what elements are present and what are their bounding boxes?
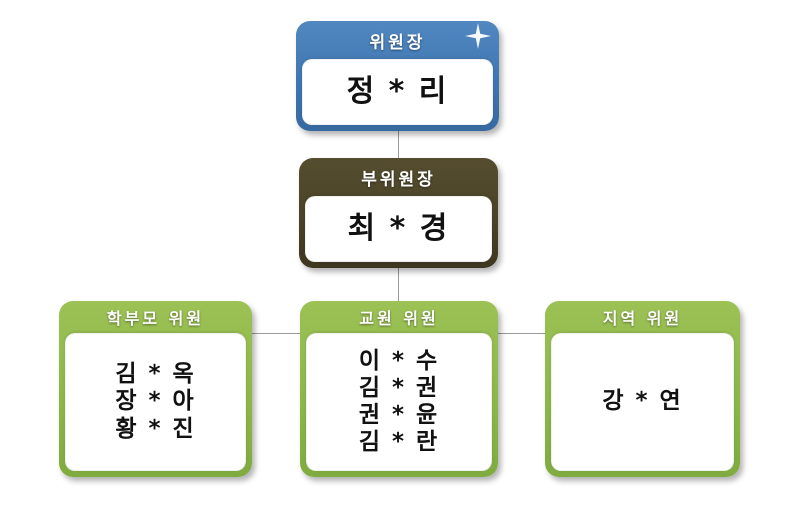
node-parent-member-header: 학부모 위원 xyxy=(59,301,252,333)
node-teacher-member-header: 교원 위원 xyxy=(300,301,498,333)
connector-teacher-to-region xyxy=(498,333,545,334)
node-region-member-body: 강 * 연 xyxy=(551,333,734,471)
member-name: 강 * 연 xyxy=(602,388,683,415)
node-vice-chair-header: 부위원장 xyxy=(299,158,498,196)
node-teacher-member-body: 이 * 수 김 * 권 권 * 윤 김 * 란 xyxy=(306,333,492,471)
node-chair-header-label: 위원장 xyxy=(369,32,426,53)
node-parent-member-header-label: 학부모 위원 xyxy=(106,309,205,328)
member-name: 김 * 권 xyxy=(358,374,440,401)
sparkle-icon xyxy=(465,23,491,49)
connector-chair-to-vice xyxy=(398,131,399,158)
node-chair-header: 위원장 xyxy=(296,21,499,59)
node-region-member-header-label: 지역 위원 xyxy=(602,309,683,328)
connector-teacher-to-parent xyxy=(252,333,300,334)
member-name: 황 * 진 xyxy=(115,415,196,442)
member-name: 정 * 리 xyxy=(346,74,449,110)
node-vice-chair[interactable]: 부위원장 최 * 경 xyxy=(299,158,498,268)
member-name: 김 * 옥 xyxy=(115,361,196,388)
node-region-member-header: 지역 위원 xyxy=(545,301,740,333)
node-chair-body: 정 * 리 xyxy=(302,59,493,125)
node-region-member[interactable]: 지역 위원 강 * 연 xyxy=(545,301,740,477)
node-chair[interactable]: 위원장 정 * 리 xyxy=(296,21,499,131)
member-name: 장 * 아 xyxy=(115,388,196,415)
connector-vice-to-teacher xyxy=(398,268,399,301)
member-name: 이 * 수 xyxy=(358,347,440,374)
member-name: 김 * 란 xyxy=(358,429,440,456)
node-teacher-member[interactable]: 교원 위원 이 * 수 김 * 권 권 * 윤 김 * 란 xyxy=(300,301,498,477)
node-vice-chair-header-label: 부위원장 xyxy=(361,169,436,190)
node-vice-chair-body: 최 * 경 xyxy=(305,196,492,262)
node-teacher-member-header-label: 교원 위원 xyxy=(359,309,439,328)
member-name: 권 * 윤 xyxy=(358,402,440,428)
member-name: 최 * 경 xyxy=(347,211,450,247)
node-parent-member-body: 김 * 옥 장 * 아 황 * 진 xyxy=(65,333,246,471)
node-parent-member[interactable]: 학부모 위원 김 * 옥 장 * 아 황 * 진 xyxy=(59,301,252,477)
